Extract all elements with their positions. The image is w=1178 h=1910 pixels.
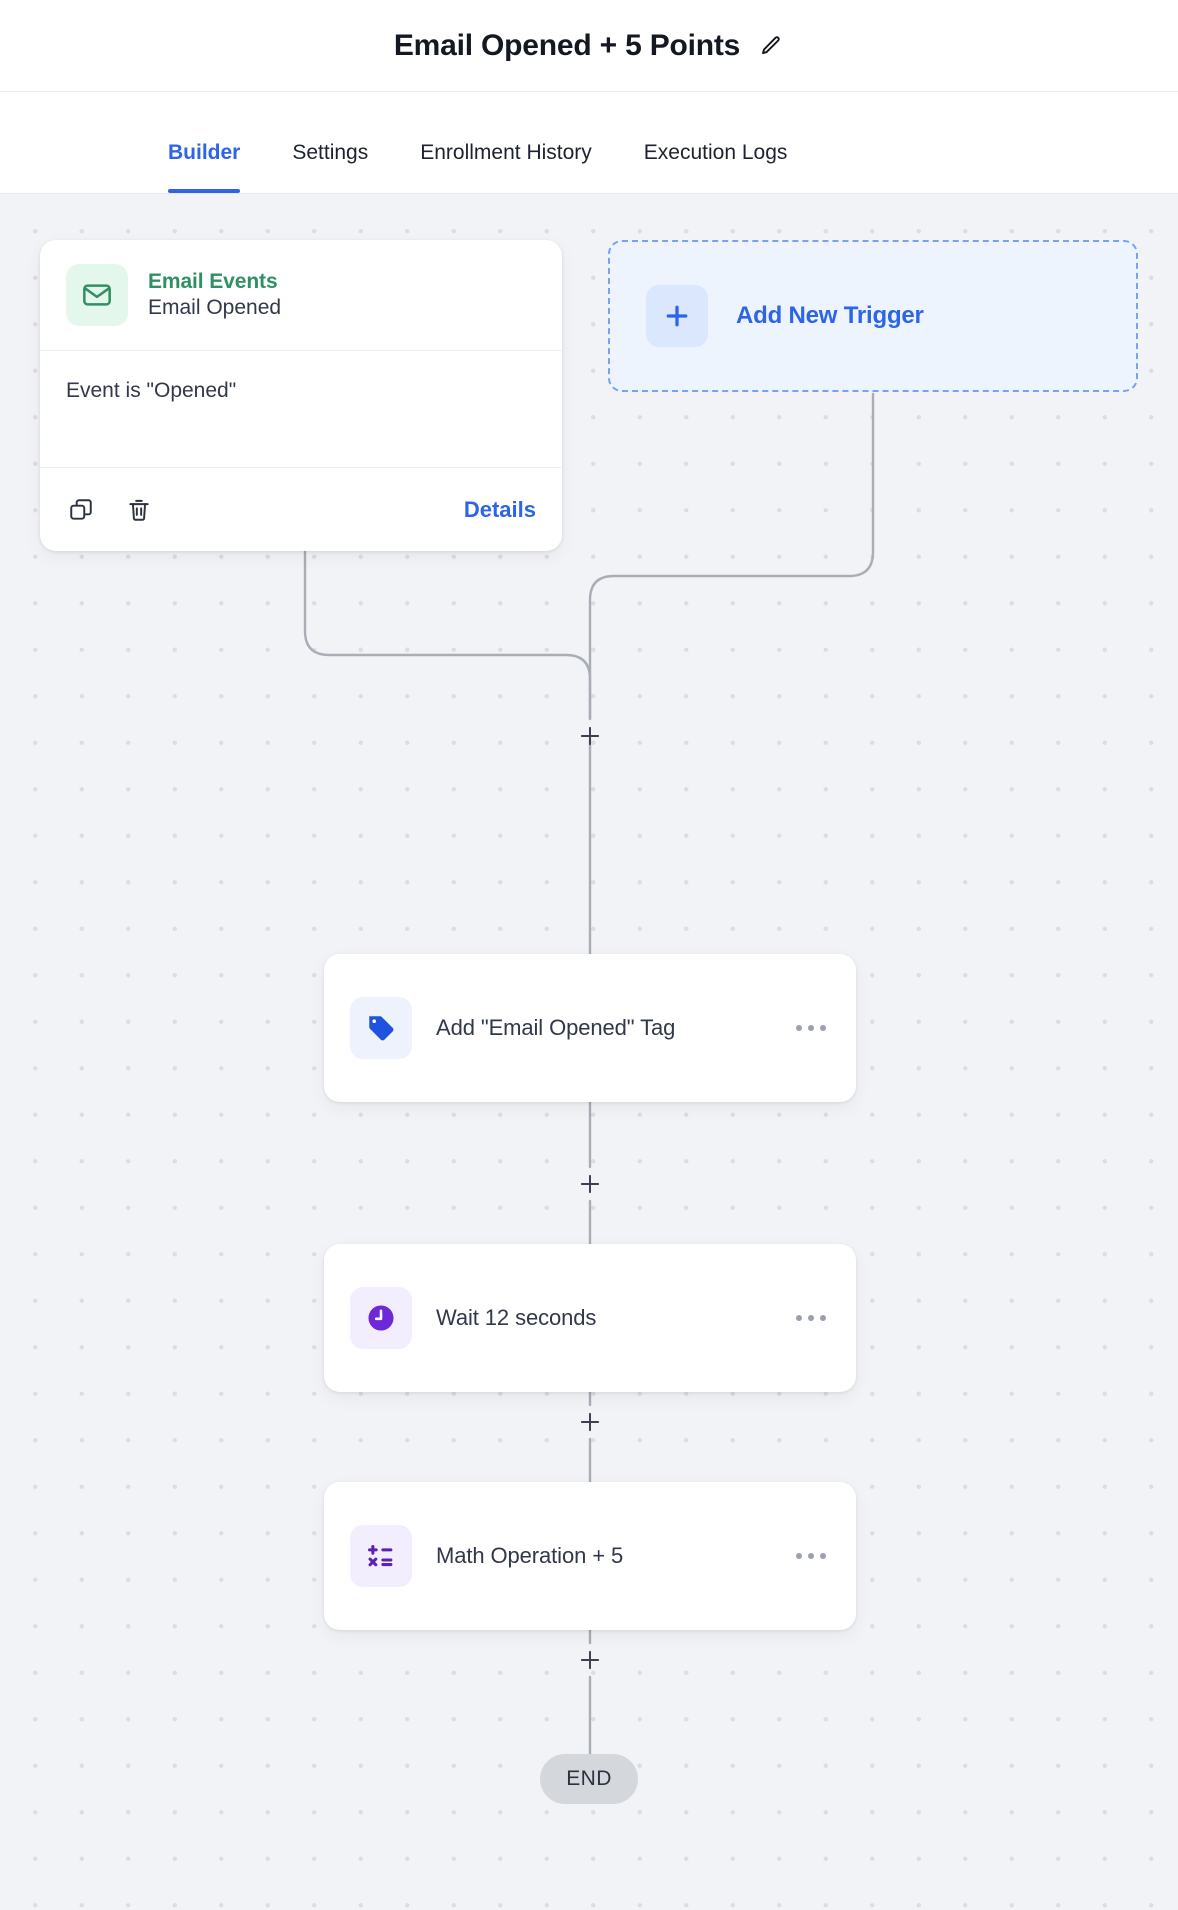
action-node-wait[interactable]: Wait 12 seconds	[324, 1244, 856, 1392]
workflow-canvas[interactable]: Email Events Email Opened Event is "Open…	[0, 194, 1178, 1910]
details-link[interactable]: Details	[463, 496, 536, 522]
action-node-label: Wait 12 seconds	[436, 1305, 597, 1330]
math-icon	[350, 1525, 412, 1587]
add-step-button-3[interactable]	[573, 1643, 607, 1677]
action-node-label: Add "Email Opened" Tag	[436, 1015, 676, 1040]
envelope-icon	[66, 264, 128, 326]
tab-bar: Builder Settings Enrollment History Exec…	[0, 91, 1178, 194]
action-node-label: Math Operation + 5	[436, 1543, 624, 1568]
tab-execution-logs[interactable]: Execution Logs	[643, 141, 788, 164]
trigger-category: Email Events	[148, 270, 278, 293]
ellipsis-icon[interactable]	[792, 1305, 830, 1331]
tab-enrollment-history[interactable]: Enrollment History	[420, 141, 592, 164]
copy-icon[interactable]	[66, 495, 96, 525]
add-step-button-0[interactable]	[573, 719, 607, 753]
add-step-button-1[interactable]	[573, 1167, 607, 1201]
pencil-icon[interactable]	[758, 33, 784, 59]
trigger-condition: Event is "Opened"	[66, 379, 237, 402]
ellipsis-icon[interactable]	[792, 1543, 830, 1569]
trigger-header: Email Events Email Opened	[40, 240, 562, 351]
plus-icon	[646, 285, 708, 347]
tab-builder[interactable]: Builder	[168, 141, 241, 193]
add-new-trigger-button[interactable]: Add New Trigger	[608, 240, 1138, 392]
tab-settings[interactable]: Settings	[292, 141, 369, 164]
trigger-card[interactable]: Email Events Email Opened Event is "Open…	[40, 240, 562, 551]
trigger-name: Email Opened	[148, 296, 282, 319]
ellipsis-icon[interactable]	[792, 1015, 830, 1041]
trigger-footer: Details	[40, 467, 562, 551]
page-header: Email Opened + 5 Points	[0, 0, 1178, 91]
add-step-button-2[interactable]	[573, 1405, 607, 1439]
trash-icon[interactable]	[124, 495, 154, 525]
action-node-math[interactable]: Math Operation + 5	[324, 1482, 856, 1630]
action-node-add-tag[interactable]: Add "Email Opened" Tag	[324, 954, 856, 1102]
end-badge: END	[540, 1754, 638, 1804]
tag-icon	[350, 997, 412, 1059]
clock-icon	[350, 1287, 412, 1349]
page-title: Email Opened + 5 Points	[393, 28, 741, 62]
add-new-trigger-label: Add New Trigger	[736, 302, 924, 329]
